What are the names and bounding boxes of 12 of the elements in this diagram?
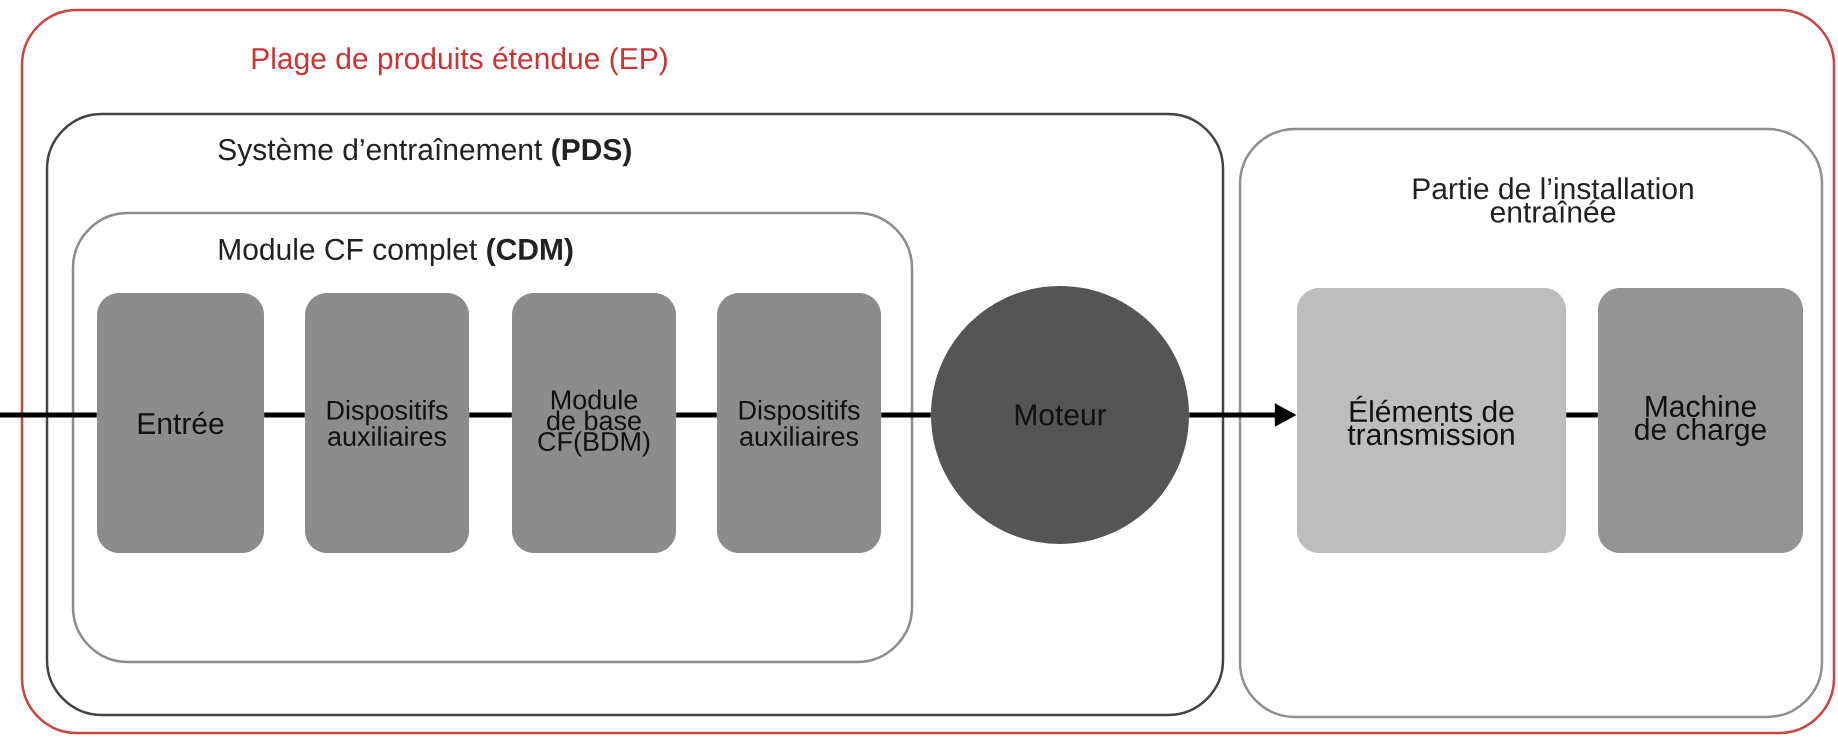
process-box: Entrée bbox=[97, 293, 264, 553]
process-box: Module de base CF(BDM) bbox=[512, 293, 676, 553]
process-box: Dispositifs auxiliaires bbox=[717, 293, 881, 553]
connector-line bbox=[1566, 412, 1598, 418]
process-box: Machine de charge bbox=[1598, 288, 1803, 553]
connector-line bbox=[676, 412, 717, 418]
connector-line bbox=[469, 412, 512, 418]
connector-line bbox=[881, 412, 931, 418]
process-box: Dispositifs auxiliaires bbox=[305, 293, 469, 553]
connector-line bbox=[0, 412, 97, 418]
process-box: Éléments de transmission bbox=[1297, 288, 1566, 553]
connector-line bbox=[264, 412, 305, 418]
